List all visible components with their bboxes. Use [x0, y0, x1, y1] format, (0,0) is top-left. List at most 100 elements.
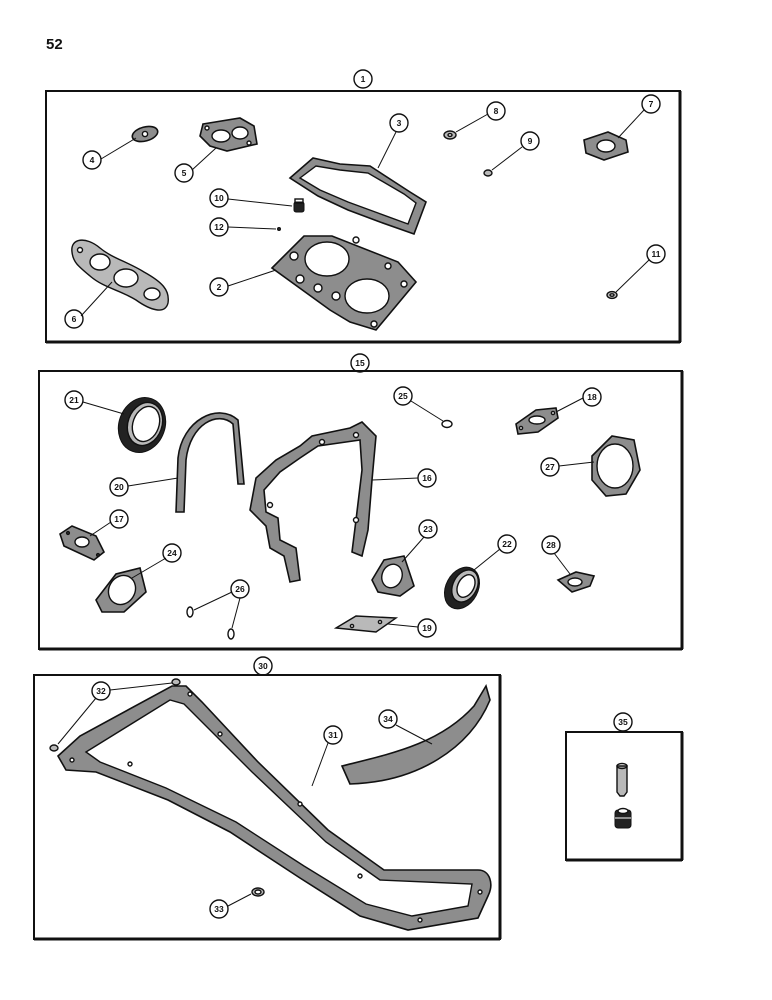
- callout-28: 28: [541, 535, 571, 575]
- part-18-gasket: [515, 407, 559, 435]
- callout-4-label: 4: [90, 155, 95, 165]
- group-15-frame: [38, 370, 684, 651]
- callout-27: 27: [540, 457, 595, 477]
- callout-1: 1: [353, 69, 373, 89]
- callout-15: 15: [350, 353, 370, 373]
- callout-6-label: 6: [72, 314, 77, 324]
- callout-32: 32: [57, 681, 173, 745]
- part-32-seals: [49, 678, 181, 752]
- callout-1-label: 1: [361, 74, 366, 84]
- callout-35-label: 35: [618, 717, 628, 727]
- part-7-gasket: [583, 131, 629, 161]
- callout-10-label: 10: [214, 193, 224, 203]
- callout-18-label: 18: [587, 392, 597, 402]
- callout-11: 11: [615, 244, 666, 293]
- callout-9-label: 9: [528, 136, 533, 146]
- callout-34: 34: [378, 709, 433, 745]
- group-30-frame: [33, 674, 502, 941]
- callout-7: 7: [617, 94, 661, 139]
- group-1-frame: [45, 90, 682, 344]
- callout-34-label: 34: [383, 714, 393, 724]
- callout-5: 5: [174, 147, 217, 183]
- part-22-seal: [443, 566, 481, 610]
- group-35-frame: [565, 731, 684, 862]
- callout-22-label: 22: [502, 539, 512, 549]
- part-19-gasket: [333, 615, 399, 633]
- part-33-oring: [251, 887, 265, 897]
- callout-8: 8: [455, 101, 506, 133]
- part-4-gasket: [131, 125, 159, 143]
- callout-28-label: 28: [546, 540, 556, 550]
- callout-19: 19: [387, 618, 437, 638]
- part-27-gasket: [591, 435, 641, 497]
- callout-33: 33: [209, 893, 252, 919]
- part-28-gasket: [556, 571, 596, 593]
- callout-2: 2: [209, 269, 277, 297]
- callout-22: 22: [473, 534, 517, 571]
- part-26-orings: [186, 606, 235, 640]
- callout-6: 6: [64, 281, 113, 329]
- part-16-gasket: [249, 421, 377, 583]
- callout-24-label: 24: [167, 548, 177, 558]
- callout-12-label: 12: [214, 222, 224, 232]
- part-20-gasket: [175, 412, 245, 513]
- part-5-gasket: [199, 117, 258, 152]
- callout-labels: 1 4 5 3 8: [57, 69, 666, 919]
- part-21-seal: [117, 397, 167, 453]
- callout-15-label: 15: [355, 358, 365, 368]
- part-3-gasket: [288, 157, 427, 236]
- part-25-oring: [441, 419, 453, 429]
- callout-30: 30: [253, 656, 273, 676]
- callout-18: 18: [555, 387, 602, 413]
- callout-27-label: 27: [545, 462, 555, 472]
- callout-9: 9: [491, 131, 540, 171]
- callout-16-label: 16: [422, 473, 432, 483]
- part-17-gasket: [59, 525, 106, 561]
- part-31-gasket: [56, 685, 492, 931]
- part-6-gasket: [71, 239, 169, 311]
- callout-32-label: 32: [96, 686, 106, 696]
- page-number: 52: [46, 36, 63, 53]
- callout-33-label: 33: [214, 904, 224, 914]
- callout-21-label: 21: [69, 395, 79, 405]
- callout-26-label: 26: [235, 584, 245, 594]
- callout-25-label: 25: [398, 391, 408, 401]
- callout-23-label: 23: [423, 524, 433, 534]
- callout-5-label: 5: [182, 168, 187, 178]
- callout-8-label: 8: [494, 106, 499, 116]
- callout-20-label: 20: [114, 482, 124, 492]
- callout-3: 3: [377, 113, 409, 169]
- part-24-gasket: [95, 567, 147, 613]
- part-12-seal: [277, 227, 281, 231]
- callout-35: 35: [613, 712, 633, 732]
- part-10-plug: [293, 198, 305, 213]
- callout-20: 20: [109, 477, 179, 497]
- callout-19-label: 19: [422, 623, 432, 633]
- part-8-washer: [443, 130, 457, 140]
- callout-21: 21: [64, 390, 125, 415]
- callout-26: 26: [193, 579, 250, 629]
- part-35-sleeve: [616, 762, 628, 797]
- callout-17-label: 17: [114, 514, 124, 524]
- callout-2-label: 2: [217, 282, 222, 292]
- part-2-gasket: [270, 235, 418, 331]
- callout-31-label: 31: [328, 730, 338, 740]
- callout-11-label: 11: [652, 249, 661, 259]
- callout-12: 12: [209, 217, 277, 237]
- callout-25: 25: [393, 386, 444, 422]
- callout-7-label: 7: [649, 99, 654, 109]
- part-23-gasket: [371, 555, 415, 597]
- callout-3-label: 3: [397, 118, 402, 128]
- callout-16: 16: [371, 468, 437, 488]
- part-34-seal: [340, 684, 491, 785]
- callout-31: 31: [311, 725, 343, 787]
- part-35-bushing: [614, 807, 632, 829]
- callout-23: 23: [401, 519, 438, 563]
- callout-24: 24: [131, 543, 182, 579]
- part-9-washer: [483, 169, 493, 177]
- callout-10: 10: [209, 188, 293, 208]
- callout-4: 4: [82, 137, 137, 170]
- part-11-washer: [606, 290, 618, 300]
